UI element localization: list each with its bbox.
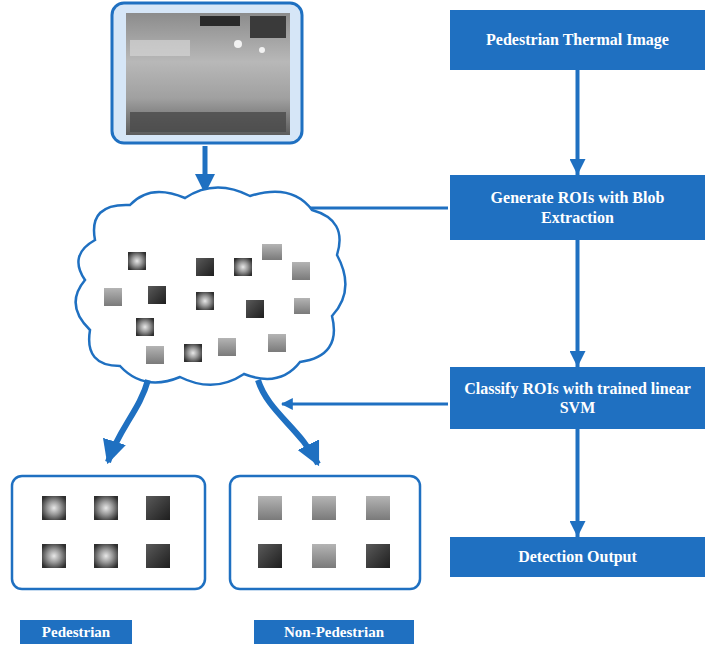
roi-thumbnail	[42, 544, 66, 568]
input-box: Pedestrian Thermal Image	[450, 10, 705, 70]
roi-thumbnail	[94, 496, 118, 520]
thermal-detail	[130, 112, 286, 132]
roi-thumbnail	[196, 258, 214, 276]
roi-thumbnail	[312, 496, 336, 520]
class-label-box: Non-Pedestrian	[254, 620, 414, 644]
class-label-box: Pedestrian	[20, 620, 132, 644]
roi-thumbnail	[146, 544, 170, 568]
thermal-image	[126, 13, 290, 135]
node-text: Classify ROIs with trained linear SVM	[462, 379, 693, 417]
flow-arrow	[282, 403, 448, 406]
thermal-detail	[234, 40, 242, 48]
roi-thumbnail	[146, 346, 164, 364]
roi-thumbnail	[366, 544, 390, 568]
process-box: Classify ROIs with trained linear SVM	[450, 367, 705, 429]
roi-thumbnail	[268, 334, 286, 352]
node-text: Detection Output	[518, 547, 637, 566]
pedestrian-samples	[42, 496, 170, 568]
split-arrow	[108, 380, 148, 462]
roi-thumbnail	[234, 258, 252, 276]
roi-thumbnail	[258, 544, 282, 568]
roi-thumbnail	[246, 300, 264, 318]
roi-thumbnail	[184, 344, 202, 362]
roi-thumbnail	[262, 244, 282, 260]
flow-arrow	[576, 70, 580, 175]
sample-box	[12, 476, 205, 589]
flow-arrow	[203, 146, 208, 192]
flow-arrow	[576, 240, 580, 367]
roi-cloud	[76, 187, 346, 384]
roi-thumbnail	[42, 496, 66, 520]
thermal-detail	[259, 47, 265, 53]
roi-thumbnail	[146, 496, 170, 520]
roi-thumbnails	[104, 244, 310, 364]
roi-thumbnail	[258, 496, 282, 520]
thermal-detail	[130, 40, 190, 56]
thermal-detail	[200, 16, 240, 26]
roi-thumbnail	[218, 338, 236, 356]
thermal-detail	[250, 16, 286, 38]
roi-thumbnail	[104, 288, 122, 306]
roi-thumbnail	[148, 286, 166, 304]
non-pedestrian-samples	[258, 496, 390, 568]
node-text: Pedestrian	[42, 623, 110, 641]
roi-thumbnail	[294, 298, 310, 314]
output-box: Detection Output	[450, 537, 705, 577]
roi-thumbnail	[366, 496, 390, 520]
roi-thumbnail	[292, 262, 310, 280]
node-text: Generate ROIs with Blob Extraction	[462, 188, 693, 226]
roi-thumbnail	[196, 292, 214, 310]
split-arrow	[258, 380, 318, 464]
roi-thumbnail	[136, 318, 154, 336]
node-text: Pedestrian Thermal Image	[486, 30, 669, 49]
image-frame	[112, 3, 302, 143]
process-box: Generate ROIs with Blob Extraction	[450, 175, 705, 240]
roi-thumbnail	[312, 544, 336, 568]
roi-thumbnail	[128, 252, 146, 270]
node-text: Non-Pedestrian	[284, 623, 384, 641]
flow-arrow	[576, 429, 580, 537]
roi-thumbnail	[94, 544, 118, 568]
sample-box	[230, 476, 420, 589]
